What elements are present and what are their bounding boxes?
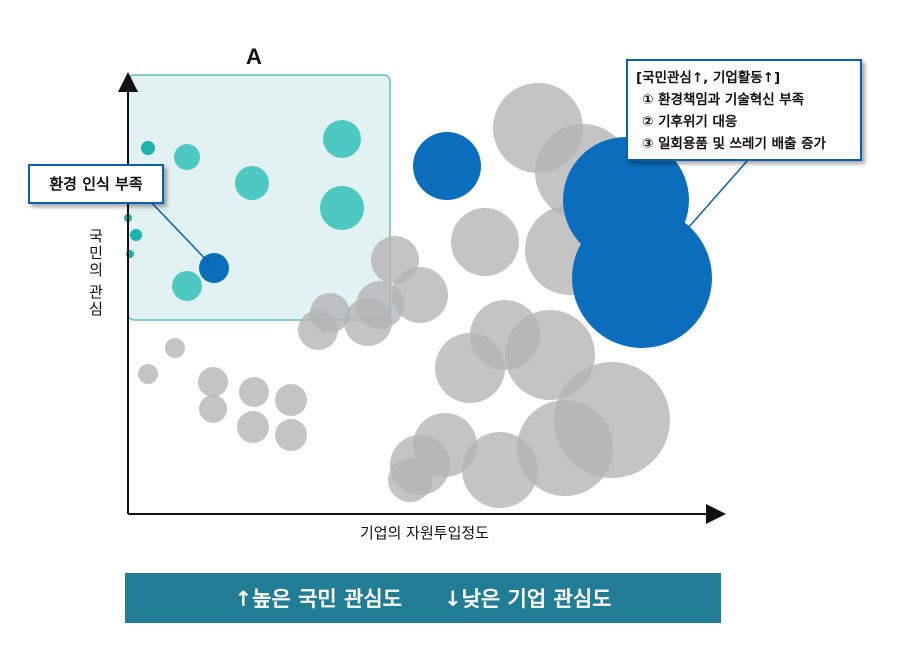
- y-axis-label-char: 심: [89, 300, 103, 318]
- y-axis-label-char: 민: [89, 244, 103, 262]
- bubble-group: [124, 83, 712, 508]
- callout-right-item: ③ 일회용품 및 쓰레기 배출 증가: [642, 136, 826, 152]
- callout-left-connector: [149, 200, 213, 267]
- gray-bubble: [237, 411, 269, 443]
- callout-right-item: ① 환경책임과 기술혁신 부족: [642, 92, 805, 108]
- banner-low-corporate-interest: ↓낮은 기업 관심도: [444, 587, 612, 611]
- teal-bubble: [323, 120, 361, 158]
- gray-bubble: [199, 395, 227, 423]
- gray-bubble: [275, 419, 307, 451]
- gray-bubble: [138, 364, 158, 384]
- area-a-label: A: [246, 44, 262, 69]
- gray-bubble: [165, 338, 185, 358]
- teal-bubble: [141, 141, 155, 155]
- callout-right-item: ② 기후위기 대응: [642, 114, 738, 130]
- gray-bubble: [239, 377, 269, 407]
- callout-right-connector: [687, 159, 749, 229]
- y-axis-label-char: 의: [89, 261, 103, 279]
- callout-public-corporate: [국민관심↑, 기업활동↑] ① 환경책임과 기술혁신 부족 ② 기후위기 대응…: [626, 59, 862, 161]
- teal-bubble: [320, 186, 364, 230]
- teal-bubble: [130, 229, 142, 241]
- gray-bubble: [275, 384, 307, 416]
- callout-right-title: [국민관심↑, 기업활동↑]: [636, 70, 781, 86]
- gray-bubble: [298, 310, 338, 350]
- banner-high-public-interest: ↑높은 국민 관심도: [234, 587, 402, 611]
- blue-bubble: [413, 132, 481, 200]
- y-axis-label-char: 국: [89, 227, 103, 245]
- gray-bubble: [435, 333, 505, 403]
- y-axis-label-char: 관: [89, 283, 103, 301]
- summary-banner: ↑높은 국민 관심도 ↓낮은 기업 관심도: [125, 573, 721, 623]
- gray-bubble: [517, 400, 613, 496]
- gray-bubble: [451, 208, 519, 276]
- y-axis-label: 국 민 의 관 심: [86, 228, 106, 318]
- callout-left-text: 환경 인식 부족: [49, 175, 143, 193]
- callout-environment-awareness: 환경 인식 부족: [28, 164, 164, 204]
- gray-bubble: [344, 298, 392, 346]
- x-axis-label: 기업의 자원투입정도: [360, 524, 489, 542]
- teal-bubble: [174, 144, 200, 170]
- gray-bubble: [505, 310, 595, 400]
- teal-bubble: [235, 166, 269, 200]
- gray-bubble: [462, 432, 538, 508]
- teal-bubble: [172, 271, 202, 301]
- gray-bubble: [392, 267, 448, 323]
- blue-bubble: [572, 208, 712, 348]
- gray-bubble: [198, 367, 228, 397]
- gray-bubble: [388, 458, 432, 502]
